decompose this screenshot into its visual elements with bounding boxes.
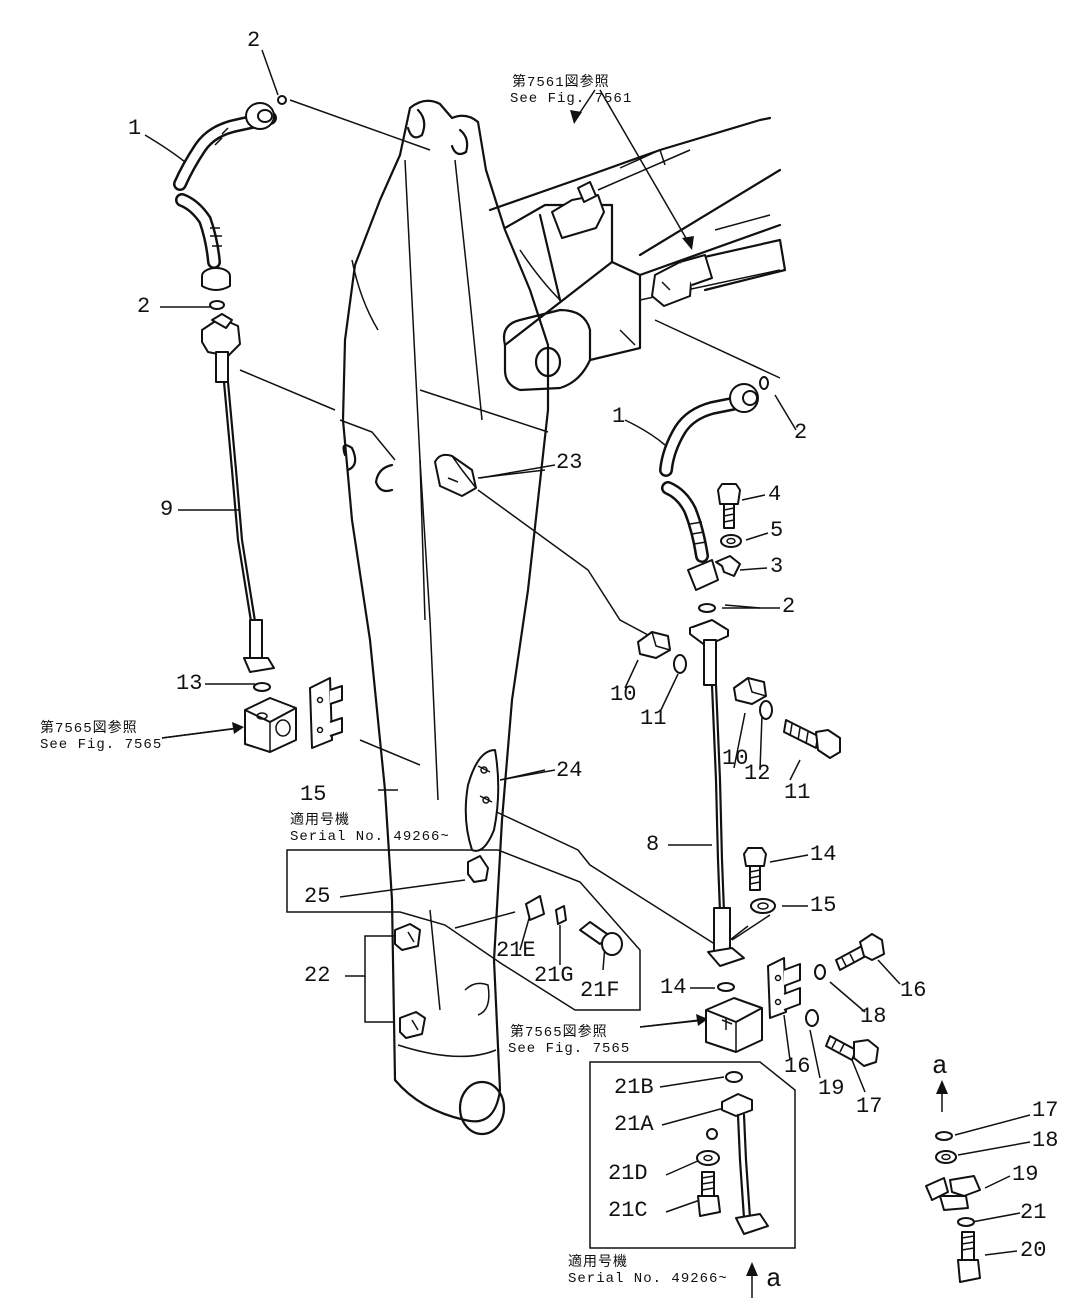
callout-2-right-upper: 2 [794, 420, 808, 445]
callout-22: 22 [304, 963, 331, 988]
ref-fig-7565-right-en: See Fig. 7565 [508, 1041, 631, 1057]
callout-21f: 21F [580, 978, 620, 1003]
callout-11-right: 14 [660, 975, 687, 1000]
ref-fig-7565-left-jp: 第7565図参照 [40, 721, 138, 737]
callout-25: 25 [304, 884, 331, 909]
washer-16-upper [814, 964, 826, 980]
callout-21c: 21C [608, 1198, 648, 1223]
callout-15-lower: 17 [856, 1094, 883, 1119]
bracket-14-left [309, 677, 343, 749]
ref-fig-7561-en: See Fig. 7561 [510, 91, 633, 107]
callout-2-top-left: 2 [247, 28, 261, 53]
callout-a-right: a [932, 1051, 948, 1081]
callout-16-lower: 19 [818, 1076, 845, 1101]
callout-16-upper: 18 [860, 1004, 887, 1029]
clamp-8-lower [733, 677, 767, 705]
callout-8-lower: 10 [722, 746, 749, 771]
reference-arrows [161, 110, 948, 1298]
serial-box-lower [589, 1061, 796, 1249]
callout-21e: 21E [496, 938, 536, 963]
hose-upper-left [173, 102, 277, 291]
clamp-8-upper [637, 631, 671, 659]
callout-2-left: 2 [137, 294, 151, 319]
upper-fittings [551, 181, 713, 307]
serial-lower-parts [696, 1071, 769, 1235]
hose-upper-right [659, 383, 759, 591]
callout-12: 14 [810, 842, 837, 867]
detail-a-parts [925, 1131, 981, 1283]
callout-24: 24 [556, 758, 583, 783]
callout-5: 5 [770, 518, 784, 543]
leader-lines [239, 89, 781, 961]
o-ring-2c [759, 376, 769, 390]
callout-7: 9 [160, 497, 174, 522]
bolt-4-group [715, 483, 742, 577]
bracket-14-right [767, 957, 801, 1019]
clamp-23 [434, 453, 477, 497]
tube-7 [201, 313, 275, 673]
serial-lower-en: Serial No. 49266~ [568, 1271, 728, 1287]
callout-14-left: 15 [300, 782, 327, 807]
callout-13: 15 [810, 893, 837, 918]
serial-upper-parts [467, 855, 623, 956]
callout-3: 3 [770, 554, 784, 579]
bolt-9 [783, 719, 841, 759]
callout-8-upper: 10 [610, 682, 637, 707]
boom-arm [339, 99, 550, 1136]
block-right [705, 997, 763, 1053]
callout-1-right: 1 [612, 404, 626, 429]
o-ring-11a [253, 682, 271, 692]
plate-24 [464, 749, 500, 852]
callout-18: 18 [1032, 1128, 1059, 1153]
callout-14-right: 16 [784, 1054, 811, 1079]
callout-2-right-lower: 2 [782, 594, 796, 619]
callout-11-left: 13 [176, 671, 203, 696]
callout-15-upper: 16 [900, 978, 927, 1003]
serial-upper-en: Serial No. 49266~ [290, 829, 450, 845]
bolt-12-group [743, 847, 776, 914]
callout-9: 11 [784, 780, 811, 805]
serial-upper-jp: 適用号機 [290, 813, 350, 829]
ref-fig-7565-left-en: See Fig. 7565 [40, 737, 163, 753]
callout-10-lower: 12 [744, 761, 771, 786]
callout-21g: 21G [534, 963, 574, 988]
callout-21b: 21B [614, 1075, 654, 1100]
callout-6: 8 [646, 832, 660, 857]
callout-19: 19 [1012, 1162, 1039, 1187]
serial-box-upper [286, 849, 641, 1011]
ref-fig-7565-right-jp: 第7565図参照 [510, 1025, 608, 1041]
callout-leaders [144, 49, 1031, 1256]
callout-10-upper: 11 [640, 706, 667, 731]
ref-fig-7561-jp: 第7561図参照 [512, 75, 610, 91]
callout-a-bottom: a [766, 1264, 782, 1294]
serial-lower-jp: 適用号機 [568, 1255, 628, 1271]
callout-1-left: 1 [128, 116, 142, 141]
washer-10-upper [673, 654, 687, 674]
washer-16-lower [805, 1009, 819, 1027]
clamps-22 [394, 923, 426, 1039]
callout-20: 20 [1020, 1238, 1047, 1263]
washer-10-lower [759, 700, 773, 720]
callout-21d: 21D [608, 1161, 648, 1186]
upper-structure [488, 116, 787, 392]
o-ring-2b [209, 300, 225, 310]
bolt-15-upper [835, 933, 885, 971]
callout-21a: 21A [614, 1112, 654, 1137]
tube-6 [689, 619, 749, 967]
o-ring-11b [717, 982, 735, 992]
bolt-15-lower [825, 1035, 879, 1067]
block-left [244, 697, 297, 753]
o-ring-2d [698, 603, 716, 613]
callout-21: 21 [1020, 1200, 1047, 1225]
o-ring-2a [277, 95, 287, 105]
callout-23: 23 [556, 450, 583, 475]
callout-17: 17 [1032, 1098, 1059, 1123]
callout-4: 4 [768, 482, 782, 507]
